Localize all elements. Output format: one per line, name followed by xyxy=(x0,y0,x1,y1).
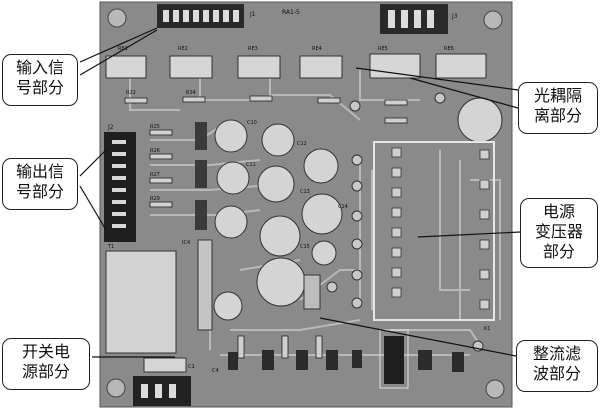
label-switch-power-line2: 源部分 xyxy=(21,362,70,381)
switch-transformer-t1 xyxy=(105,250,177,354)
mounting-hole xyxy=(106,378,126,398)
label-output-signal-line2: 号部分 xyxy=(15,182,64,201)
electrolytic-capacitors xyxy=(213,97,503,321)
label-optocoupler-line1: 光耦隔 xyxy=(533,86,582,105)
cap-label: C12 xyxy=(297,141,307,147)
cap-label: C11 xyxy=(246,162,256,168)
label-rectifier-filter-line2: 波部分 xyxy=(532,364,581,383)
cap-label: C13 xyxy=(300,189,310,195)
relay-label: RE4 xyxy=(312,46,322,52)
label-output-signal: 输出信 号部分 xyxy=(2,158,78,210)
mounting-hole xyxy=(483,10,503,30)
leader-lines xyxy=(79,27,521,358)
board-label-t1: T1 xyxy=(107,244,114,250)
label-output-signal-line1: 输出信 xyxy=(15,162,64,181)
resistor-label: R34 xyxy=(186,90,196,96)
relay-label: RE6 xyxy=(444,46,454,52)
label-input-signal-line2: 号部分 xyxy=(15,78,64,97)
relay-label: RE5 xyxy=(378,46,388,52)
resistors xyxy=(124,95,408,208)
resistor-label: R27 xyxy=(150,172,160,178)
rectifier-diodes xyxy=(228,350,464,372)
test-pads xyxy=(326,92,484,352)
fuse-c1 xyxy=(143,357,187,373)
switch-mosfet xyxy=(303,274,321,310)
board-label-title: RA1-5 xyxy=(282,9,300,16)
bridge-rectifier-outline xyxy=(379,329,409,389)
resistor-label: R29 xyxy=(150,196,160,202)
label-optocoupler: 光耦隔 离部分 xyxy=(518,82,598,134)
board-label-j1: J1 xyxy=(249,11,256,18)
board-label-c4: C4 xyxy=(212,368,219,374)
label-power-transformer-line3: 部分 xyxy=(542,242,575,261)
connector-j1 xyxy=(157,4,244,28)
driver-transistors xyxy=(195,122,207,230)
switch-ic xyxy=(197,239,213,331)
relay-label: RE3 xyxy=(248,46,258,52)
connector-j2 xyxy=(104,132,136,242)
board-label-k1: K1 xyxy=(484,326,490,332)
label-power-transformer-line1: 电源 xyxy=(542,202,575,221)
board-label-c1: C1 xyxy=(188,364,195,370)
label-rectifier-filter-line1: 整流滤 xyxy=(532,344,581,363)
transformer-pins xyxy=(391,147,490,310)
board-label-j2: J2 xyxy=(107,124,114,131)
label-power-transformer: 电源 变压器 部分 xyxy=(520,198,598,268)
cap-label: C10 xyxy=(247,120,257,126)
mounting-hole xyxy=(107,8,127,28)
cap-label: C14 xyxy=(338,204,348,210)
rectifier-resistors xyxy=(237,335,323,359)
optocoupler-row xyxy=(105,53,487,79)
board-label-ic4: IC4 xyxy=(182,240,190,246)
relay-label: RE2 xyxy=(178,46,188,52)
transformer-outline xyxy=(373,141,495,321)
label-power-transformer-line2: 变压器 xyxy=(534,222,583,241)
label-switch-power-line1: 开关电 xyxy=(21,342,70,361)
mounting-hole xyxy=(485,379,505,399)
relay-label: RE1 xyxy=(118,46,128,52)
resistor-label: R26 xyxy=(150,148,160,154)
resistor-label: R22 xyxy=(126,90,136,96)
label-rectifier-filter: 整流滤 波部分 xyxy=(516,340,598,392)
resistor-label: R25 xyxy=(150,124,160,130)
bridge-rectifier xyxy=(384,336,404,384)
board-label-j3: J3 xyxy=(451,13,458,20)
cap-label: C15 xyxy=(300,244,310,250)
label-input-signal: 输入信 号部分 xyxy=(2,54,78,106)
label-input-signal-line1: 输入信 xyxy=(15,58,64,77)
label-optocoupler-line2: 离部分 xyxy=(533,106,582,125)
label-switch-power: 开关电 源部分 xyxy=(2,338,90,390)
